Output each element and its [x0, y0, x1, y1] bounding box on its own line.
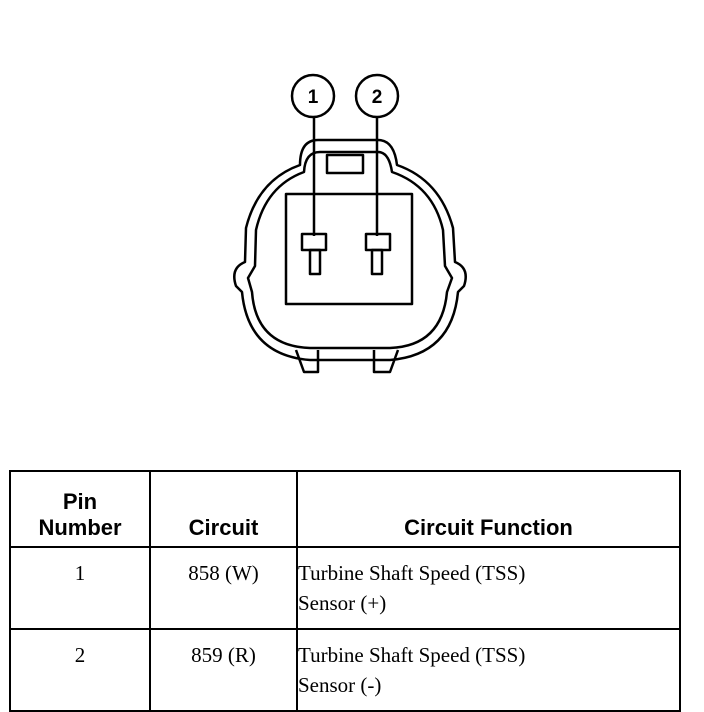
- table-row: 2 859 (R) Turbine Shaft Speed (TSS) Sens…: [9, 628, 681, 712]
- pin-cavity: [284, 192, 414, 306]
- cell-function: Turbine Shaft Speed (TSS) Sensor (-): [296, 628, 681, 712]
- header-circuit: Circuit: [149, 470, 298, 548]
- pin-table: Pin Number Circuit Circuit Function 1 85…: [9, 470, 681, 712]
- pin-callout-label-2: 2: [372, 87, 383, 108]
- cell-circuit: 858 (W): [149, 546, 298, 630]
- connector-housing-inner: [246, 150, 454, 350]
- table-header-row: Pin Number Circuit Circuit Function: [9, 470, 681, 548]
- header-circuit-function: Circuit Function: [296, 470, 681, 548]
- cell-circuit: 859 (R): [149, 628, 298, 712]
- connector-leg-right: [372, 349, 400, 374]
- connector-latch: [325, 153, 365, 175]
- pin-callout-label-1: 1: [308, 87, 319, 108]
- terminal-pin-2: [364, 232, 392, 276]
- header-pin-number: Pin Number: [9, 470, 151, 548]
- cell-function: Turbine Shaft Speed (TSS) Sensor (+): [296, 546, 681, 630]
- connector-leg-left: [294, 349, 320, 374]
- table-row: 1 858 (W) Turbine Shaft Speed (TSS) Sens…: [9, 546, 681, 630]
- pin-callout-circle-1: [290, 73, 336, 119]
- cell-pin: 1: [9, 546, 151, 630]
- pin-callout-circle-2: [354, 73, 400, 119]
- terminal-pin-1: [300, 232, 328, 276]
- connector-housing-outer: [233, 138, 467, 362]
- connector-diagram: 1 2: [233, 73, 467, 374]
- cell-pin: 2: [9, 628, 151, 712]
